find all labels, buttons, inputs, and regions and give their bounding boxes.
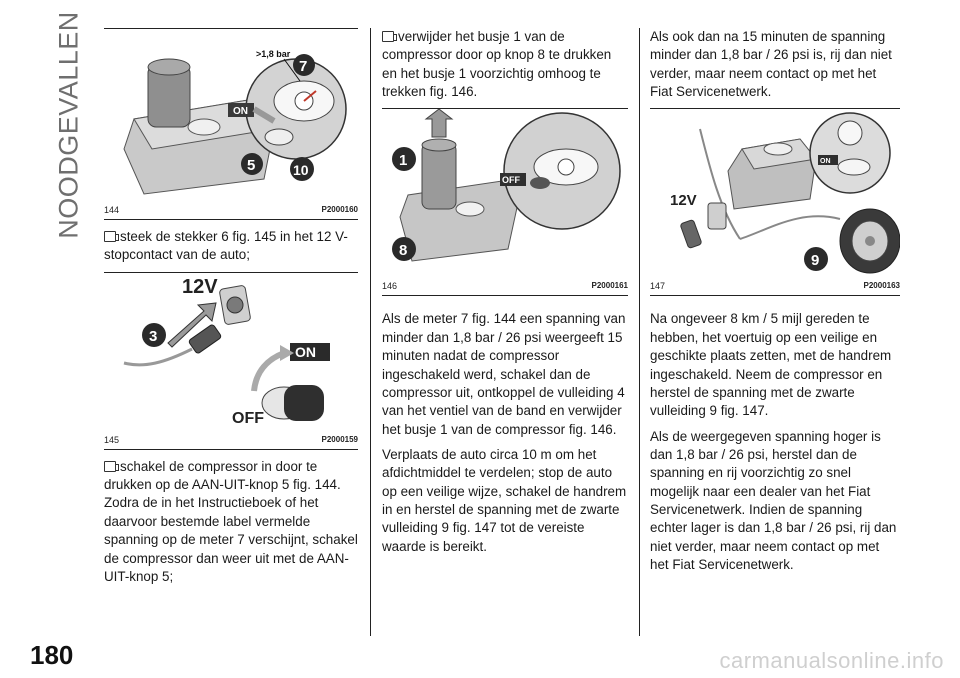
callout-5-text: 5	[247, 157, 255, 174]
column-1-text-2: schakel de compressor in door te drukken…	[104, 458, 358, 587]
callout-7-text: 7	[299, 58, 307, 75]
column-2: verwijder het busje 1 van de compressor …	[382, 28, 628, 563]
step-remove-canister-text: verwijder het busje 1 van de compressor …	[382, 29, 612, 100]
on-badge	[228, 103, 254, 117]
column-1-text: steek de stekker 6 fig. 145 in het 12 V-…	[104, 228, 358, 265]
figure-code: P2000160	[321, 205, 358, 214]
step-switch-on: schakel de compressor in door te drukken…	[104, 458, 358, 587]
voltage-label: 12V	[670, 192, 697, 209]
watermark: carmanualsonline.info	[719, 648, 944, 673]
off-label: OFF	[232, 410, 264, 427]
callout-1-text: 1	[399, 152, 407, 169]
figure-number: 145	[104, 434, 120, 445]
voltage-label: 12V	[182, 276, 218, 298]
step-insert-plug-text: steek de stekker 6 fig. 145 in het 12 V-…	[104, 229, 348, 263]
callout-10	[290, 157, 314, 181]
page-number: 180	[30, 640, 74, 670]
callout-5	[241, 153, 263, 175]
on-badge	[290, 342, 330, 361]
step-switch-on-text: schakel de compressor in door te drukken…	[104, 458, 358, 584]
on-badge	[818, 155, 838, 166]
callout-9	[804, 247, 828, 272]
figure-147: 12V ON 9 147 P2000163	[650, 108, 900, 297]
column-1: >1,8 bar ON 7 5 10 144 P2000160 steek de…	[104, 28, 358, 593]
callout-8	[392, 237, 416, 262]
column-2-text-top: verwijder het busje 1 van de compressor …	[382, 28, 628, 101]
figure-144: >1,8 bar ON 7 5 10 144 P2000160	[104, 28, 358, 220]
paragraph-after-8km: Na ongeveer 8 km / 5 mijl gereden te heb…	[650, 311, 892, 419]
figure-146-caption: 146 P2000161	[382, 281, 628, 293]
figure-code: P2000163	[863, 281, 900, 291]
paragraph-low-pressure: Als de meter 7 fig. 144 een spanning van…	[382, 311, 626, 437]
column-3-text-top: Als ook dan na 15 minuten de spanning mi…	[650, 28, 900, 101]
pressure-label: >1,8 bar	[256, 49, 291, 59]
section-title-text: NOODGEVALLEN	[53, 11, 84, 239]
figure-146: OFF 1 8 146 P2000161	[382, 108, 628, 297]
column-2-text: Als de meter 7 fig. 144 een spanning van…	[382, 310, 628, 556]
callout-10-text: 10	[293, 162, 309, 178]
column-3: Als ook dan na 15 minuten de spanning mi…	[650, 28, 900, 581]
figure-146-illustration: OFF 1 8	[382, 109, 628, 280]
figure-145-caption: 145 P2000159	[104, 435, 358, 447]
figure-147-caption: 147 P2000163	[650, 281, 900, 293]
off-badge	[500, 173, 526, 187]
paragraph-dont-drive: Als ook dan na 15 minuten de spanning mi…	[650, 29, 892, 100]
paragraph-move-car: Verplaats de auto circa 10 m om het afdi…	[382, 446, 627, 554]
callout-8-text: 8	[399, 242, 407, 259]
on-label: ON	[295, 344, 316, 360]
step-remove-canister: verwijder het busje 1 van de compressor …	[382, 28, 628, 101]
checkbox-bullet-icon	[104, 460, 119, 472]
off-label: OFF	[502, 175, 520, 185]
on-label: ON	[233, 106, 248, 117]
figure-145-illustration: 12V 3 ON OFF	[104, 272, 358, 433]
figure-number: 144	[104, 205, 120, 215]
checkbox-bullet-icon	[104, 231, 119, 242]
on-label: ON	[820, 158, 831, 165]
callout-1	[392, 147, 416, 172]
figure-145: 12V 3 ON OFF 145 P2000159	[104, 271, 358, 450]
column-3-text: Na ongeveer 8 km / 5 mijl gereden te heb…	[650, 310, 900, 574]
figure-number: 147	[650, 281, 666, 292]
checkbox-bullet-icon	[382, 31, 397, 42]
column-divider	[639, 28, 640, 636]
callout-3-text: 3	[149, 328, 157, 345]
paragraph-pressure-check: Als de weergegeven spanning hoger is dan…	[650, 428, 897, 573]
callout-3	[142, 322, 166, 347]
callout-9-text: 9	[811, 252, 819, 269]
column-divider	[370, 28, 371, 636]
figure-number: 146	[382, 281, 398, 292]
figure-144-caption: 144 P2000160	[104, 205, 358, 217]
callout-7	[293, 54, 315, 76]
section-title: NOODGEVALLEN	[52, 11, 86, 239]
figure-144-illustration: >1,8 bar ON 7 5 10	[104, 29, 358, 203]
figure-code: P2000161	[591, 281, 628, 291]
figure-code: P2000159	[321, 434, 358, 444]
figure-147-illustration: 12V ON 9	[650, 109, 900, 280]
step-insert-plug: steek de stekker 6 fig. 145 in het 12 V-…	[104, 228, 358, 265]
